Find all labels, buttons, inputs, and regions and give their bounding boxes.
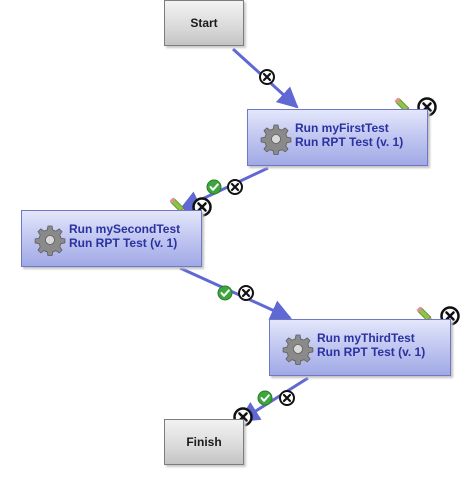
task-detail: Run RPT Test (v. 1) bbox=[295, 135, 404, 149]
task-detail: Run RPT Test (v. 1) bbox=[69, 236, 178, 250]
finish-node-label: Finish bbox=[186, 435, 222, 449]
start-node[interactable]: Start bbox=[164, 0, 244, 46]
connector-second-to-third[interactable] bbox=[179, 266, 292, 320]
check-circle-icon[interactable] bbox=[257, 390, 273, 406]
gear-icon bbox=[282, 334, 314, 365]
task-node-first[interactable]: Run myFirstTest Run RPT Test (v. 1) bbox=[247, 109, 428, 166]
task-name: Run mySecondTest bbox=[69, 222, 181, 236]
check-circle-icon[interactable] bbox=[206, 179, 222, 195]
task-name: Run myFirstTest bbox=[295, 121, 389, 135]
delete-connector-icon[interactable] bbox=[278, 389, 296, 407]
start-node-label: Start bbox=[190, 16, 218, 30]
task-node-third[interactable]: Run myThirdTest Run RPT Test (v. 1) bbox=[269, 319, 451, 376]
task-detail: Run RPT Test (v. 1) bbox=[317, 345, 426, 359]
gear-icon bbox=[260, 124, 292, 155]
check-circle-icon[interactable] bbox=[217, 285, 233, 301]
task-node-second[interactable]: Run mySecondTest Run RPT Test (v. 1) bbox=[21, 210, 202, 267]
task-name: Run myThirdTest bbox=[317, 331, 415, 345]
delete-connector-icon[interactable] bbox=[226, 178, 244, 196]
gear-icon bbox=[34, 225, 66, 256]
delete-connector-icon[interactable] bbox=[237, 284, 255, 302]
delete-connector-icon[interactable] bbox=[258, 68, 276, 86]
finish-node[interactable]: Finish bbox=[164, 419, 244, 465]
